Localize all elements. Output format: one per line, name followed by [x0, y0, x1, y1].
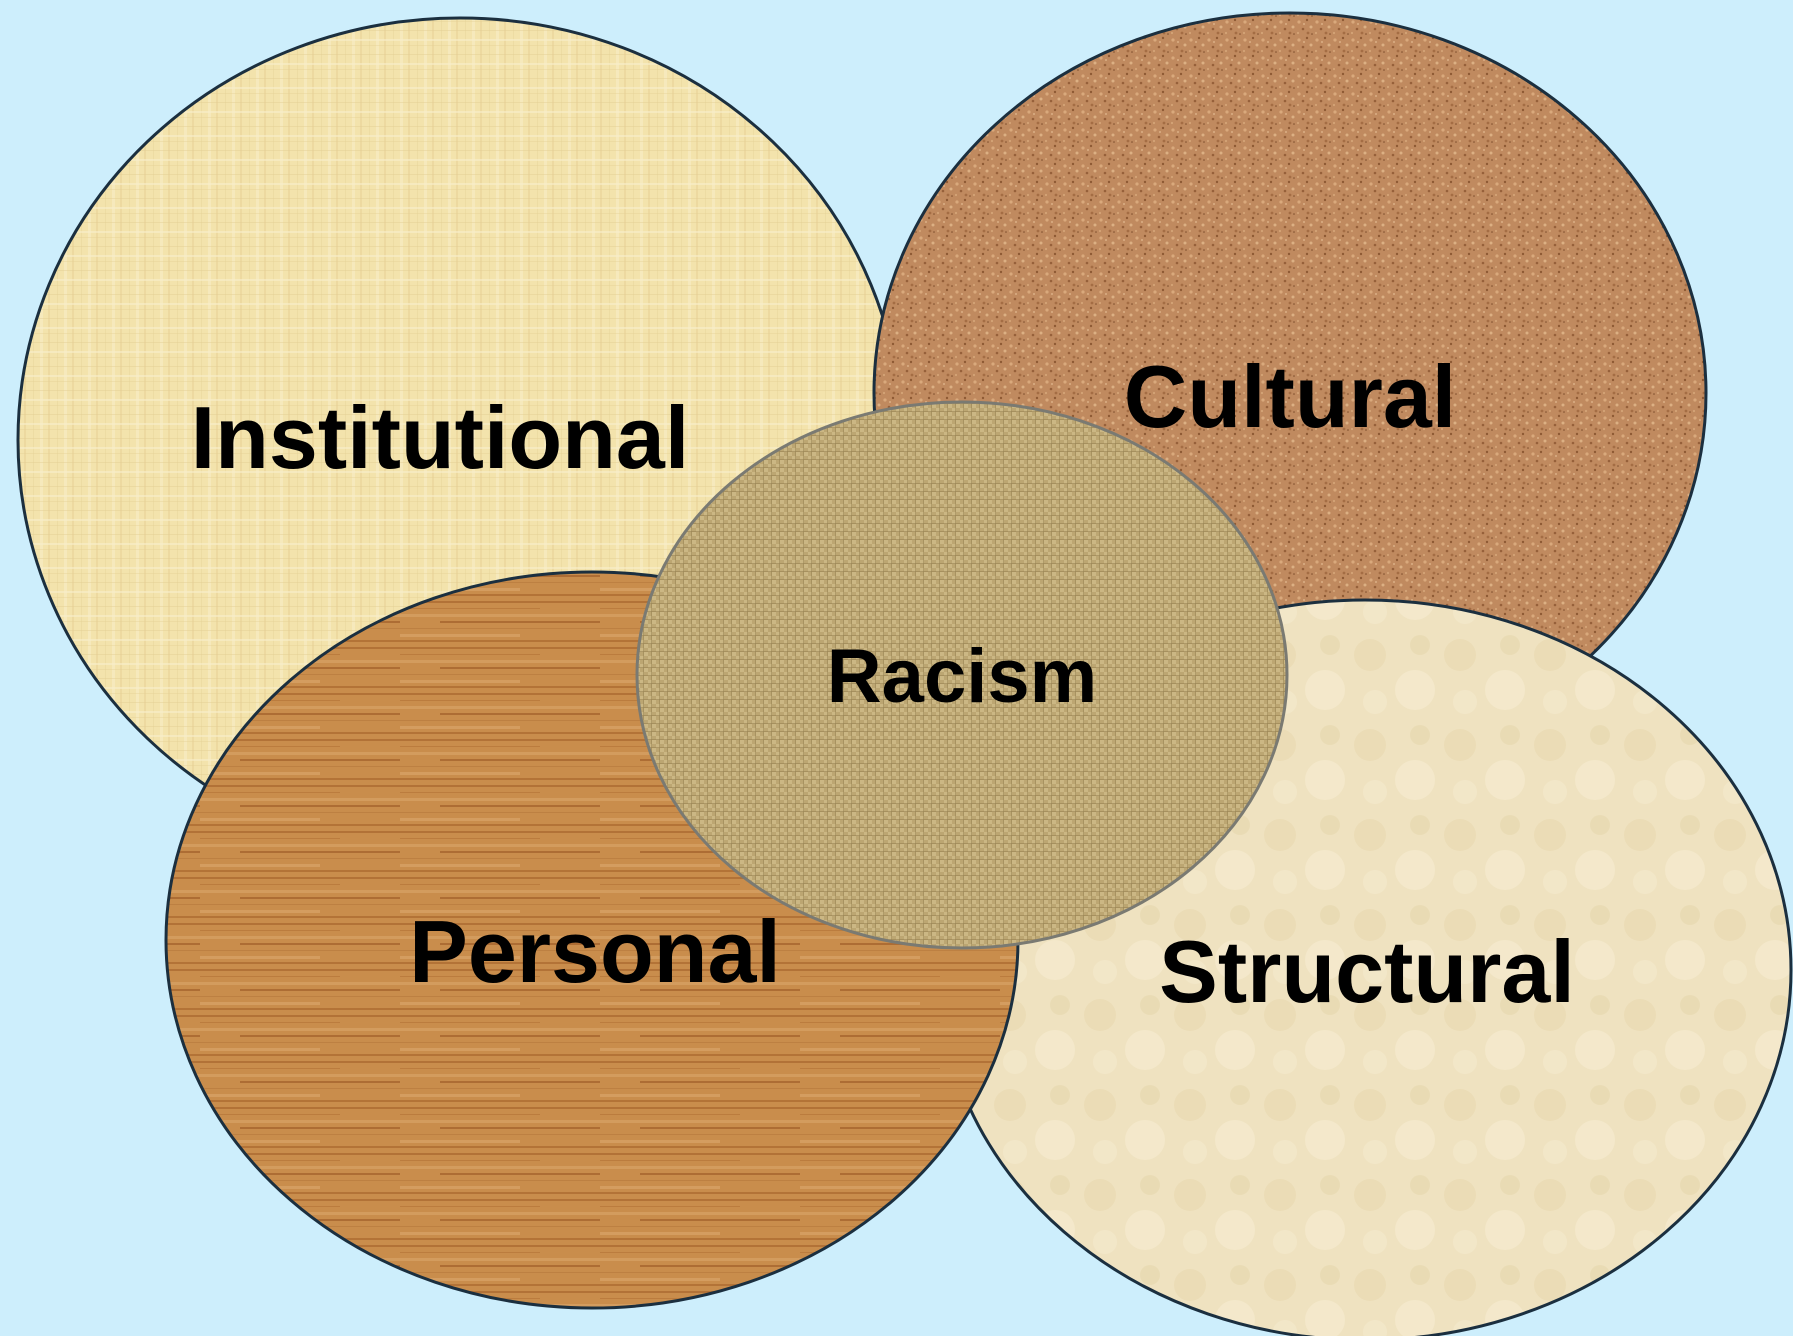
racism-label: Racism — [827, 634, 1097, 719]
racism-center-circle — [635, 400, 1289, 950]
institutional-label: Institutional — [191, 388, 690, 487]
cultural-label: Cultural — [1124, 347, 1456, 446]
structural-label: Structural — [1159, 922, 1575, 1021]
personal-label: Personal — [409, 902, 781, 1001]
